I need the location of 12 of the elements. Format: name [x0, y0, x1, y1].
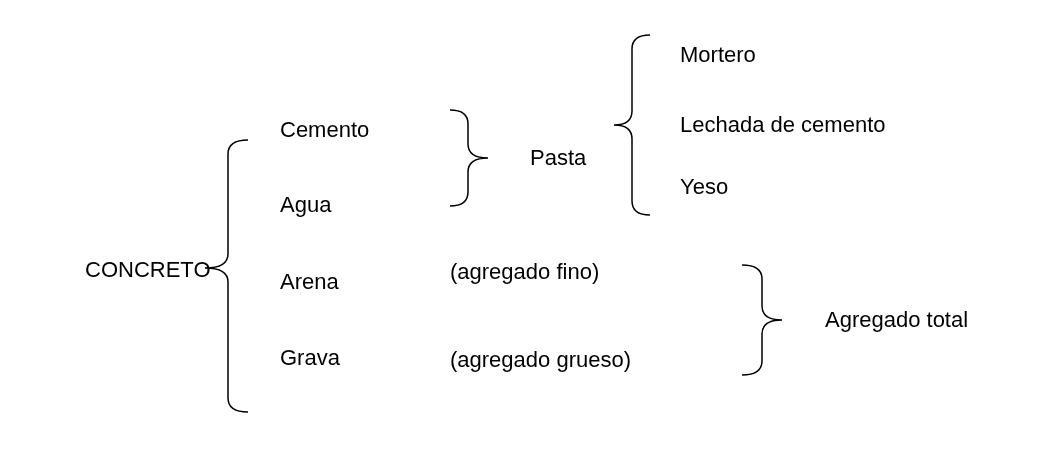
term-label: CONCRETO	[85, 257, 211, 283]
note-label: (agregado fino)	[450, 259, 600, 285]
term-label: Agua	[280, 192, 332, 218]
term-label: Yeso	[680, 174, 729, 200]
term-label: Grava	[280, 345, 340, 371]
term-label: Mortero	[680, 42, 756, 68]
term-label: Pasta	[530, 145, 587, 171]
term-label: Cemento	[280, 117, 370, 143]
term-label: Agregado total	[825, 307, 969, 333]
term-label: Lechada de cemento	[680, 112, 886, 138]
term-label: Arena	[280, 269, 339, 295]
note-label: (agregado grueso)	[450, 347, 631, 373]
